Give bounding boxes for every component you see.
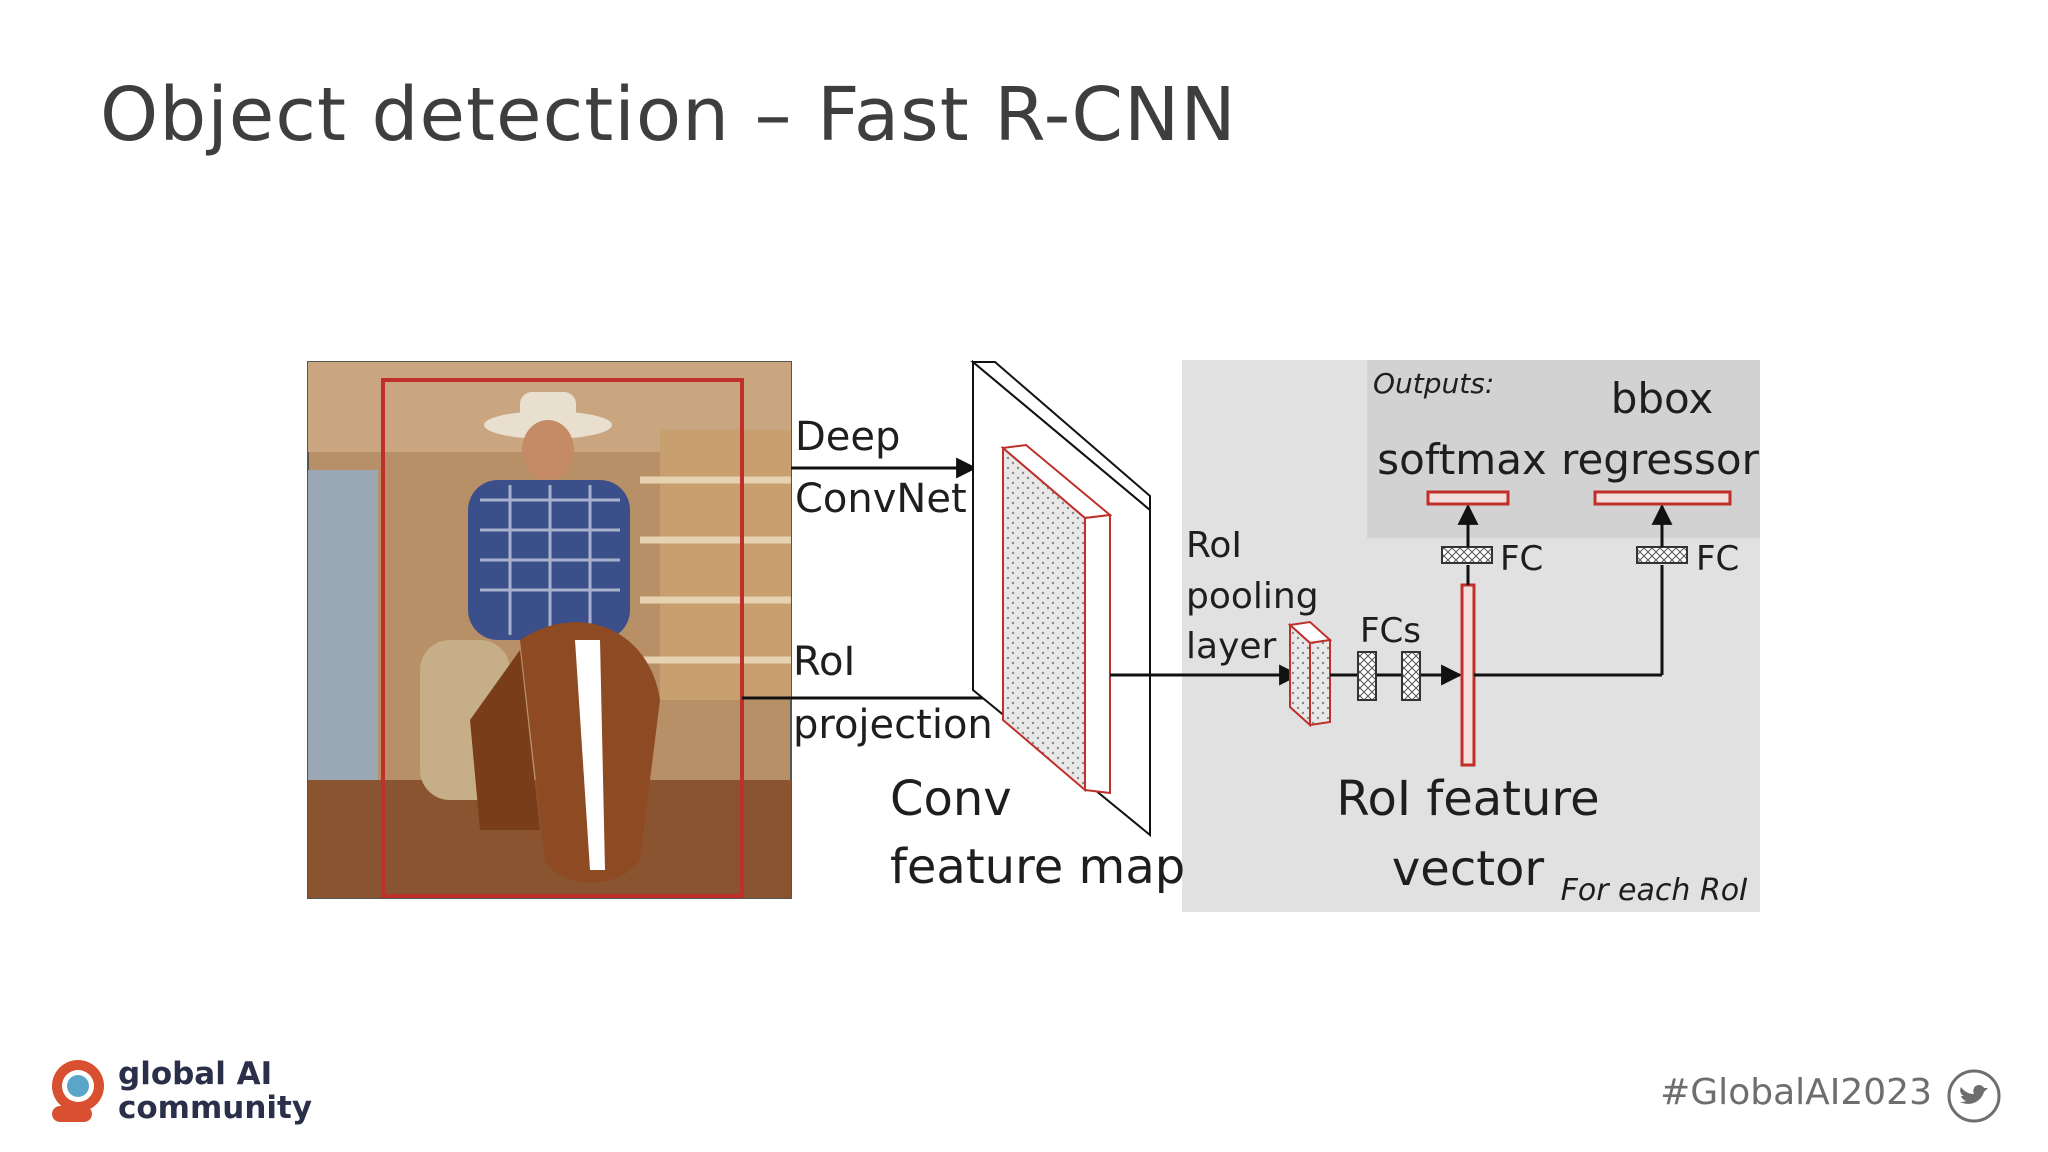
roi-feature-vector <box>1460 583 1476 767</box>
feature-map-label: feature map <box>890 839 1185 895</box>
for-each-roi-label: For each RoI <box>1561 873 1749 908</box>
softmax-output <box>1426 490 1510 506</box>
projection-label: projection <box>793 702 993 748</box>
roi-label: RoI <box>793 639 855 685</box>
conv-label: Conv <box>890 771 1012 827</box>
logo-line-1: global AI <box>118 1056 272 1092</box>
fc-softmax-block <box>1441 546 1493 564</box>
deep-label: Deep <box>795 414 900 460</box>
softmax-label: softmax <box>1377 435 1547 484</box>
fc-bbox-block <box>1636 546 1688 564</box>
global-ai-logo: global AI community <box>52 1056 312 1126</box>
bbox-label: bbox <box>1611 374 1714 423</box>
fcs-label: FCs <box>1360 611 1421 651</box>
input-image <box>307 361 792 899</box>
roi-pooled-block <box>1287 620 1333 728</box>
roi-box <box>381 378 744 898</box>
slide-title: Object detection – Fast R-CNN <box>100 72 1237 158</box>
convnet-label: ConvNet <box>795 476 967 522</box>
vector-label: vector <box>1392 841 1545 897</box>
bbox-output <box>1593 490 1732 506</box>
roi-pooling-label-3: layer <box>1186 626 1277 667</box>
regressor-label: regressor <box>1561 435 1759 484</box>
roi-feature-label: RoI feature <box>1336 771 1599 827</box>
fc-block-2 <box>1401 651 1421 701</box>
fc-softmax-label: FC <box>1500 539 1543 579</box>
outputs-panel <box>1367 360 1760 538</box>
conv-feature-map <box>970 359 1151 838</box>
roi-pooling-label-1: RoI <box>1186 525 1242 566</box>
global-ai-logo-mark <box>52 1060 104 1122</box>
logo-line-2: community <box>118 1090 312 1126</box>
hashtag: #GlobalAI2023 <box>1660 1072 1932 1113</box>
roi-pooling-label-2: pooling <box>1186 576 1319 617</box>
fc-block-1 <box>1357 651 1377 701</box>
outputs-label: Outputs: <box>1373 367 1494 400</box>
twitter-bird-icon[interactable] <box>1946 1068 2002 1124</box>
fc-bbox-label: FC <box>1696 539 1739 579</box>
